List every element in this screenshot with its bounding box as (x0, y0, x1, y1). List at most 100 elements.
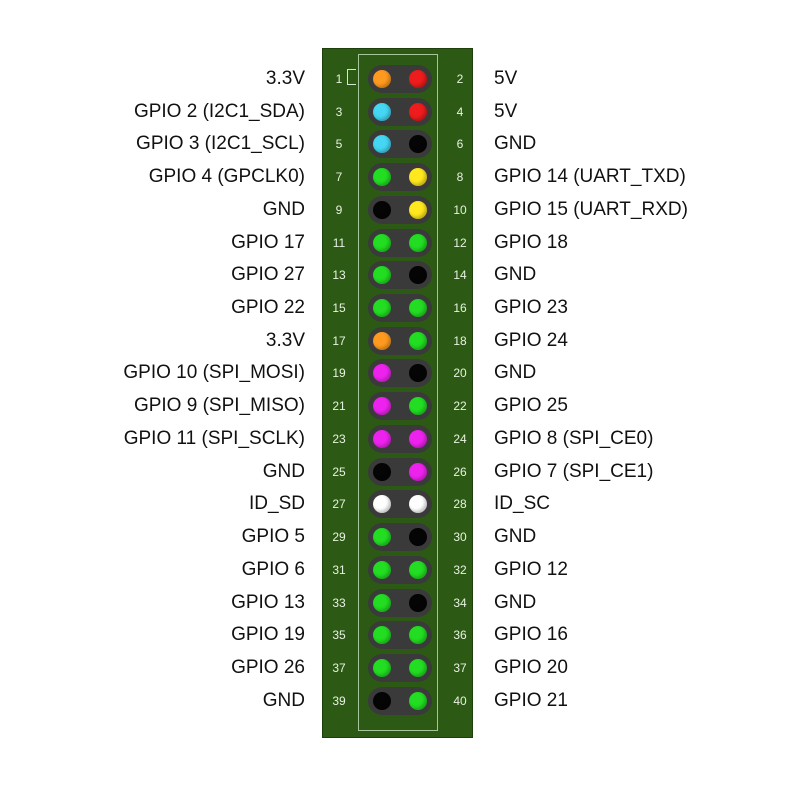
pin-even (409, 626, 427, 644)
pin-number-odd: 25 (332, 465, 346, 479)
pin-number-even: 32 (453, 563, 467, 577)
pin-number-odd: 19 (332, 366, 346, 380)
pin-odd (373, 463, 391, 481)
pin-number-even: 14 (453, 268, 467, 282)
pin-label-right: GPIO 20 (494, 657, 568, 678)
pin-number-odd: 33 (332, 596, 346, 610)
pin-pair (368, 458, 432, 486)
pin-odd (373, 201, 391, 219)
pin-label-right: ID_SC (494, 493, 550, 514)
pin-odd (373, 397, 391, 415)
pin-row: GPIO 6 31 32 GPIO 12 (0, 555, 800, 585)
pin-label-right: GND (494, 133, 537, 154)
pin-number-even: 12 (453, 236, 467, 250)
pin-number-odd: 5 (335, 137, 343, 151)
pin-number-odd: 1 (335, 72, 343, 86)
pin-label-left: 3.3V (265, 330, 305, 351)
pin-even (409, 168, 427, 186)
pin-even (409, 201, 427, 219)
pin-even (409, 659, 427, 677)
pin-number-even: 28 (453, 497, 467, 511)
pin-label-left: GPIO 6 (241, 559, 305, 580)
pin-number-odd: 31 (332, 563, 346, 577)
pin-odd (373, 103, 391, 121)
pin-odd (373, 364, 391, 382)
pin-even (409, 463, 427, 481)
pin-number-even: 34 (453, 596, 467, 610)
pin-pair (368, 490, 432, 518)
pin-even (409, 430, 427, 448)
pin-number-odd: 21 (332, 399, 346, 413)
pin-number-even: 8 (456, 170, 464, 184)
pin-number-odd: 13 (332, 268, 346, 282)
pin-pair (368, 556, 432, 584)
pin-label-right: GPIO 15 (UART_RXD) (494, 199, 688, 220)
pin-number-odd: 37 (332, 661, 346, 675)
pin-even (409, 364, 427, 382)
pin-label-left: GPIO 9 (SPI_MISO) (133, 395, 305, 416)
pin-odd (373, 168, 391, 186)
pin-label-left: GPIO 10 (SPI_MOSI) (123, 362, 305, 383)
pin-even (409, 266, 427, 284)
pin-label-right: GND (494, 362, 537, 383)
pin-number-odd: 7 (335, 170, 343, 184)
pin-pair (368, 589, 432, 617)
pin-label-left: GND (262, 199, 305, 220)
pin-odd (373, 594, 391, 612)
pin-number-odd: 23 (332, 432, 346, 446)
pin-pair (368, 196, 432, 224)
pin-odd (373, 135, 391, 153)
pin-number-even: 2 (456, 72, 464, 86)
pin-label-left: GPIO 3 (I2C1_SCL) (136, 133, 305, 154)
pin-label-left: 3.3V (265, 68, 305, 89)
header-frame (358, 54, 438, 731)
pin-label-left: GPIO 17 (231, 232, 305, 253)
pin-label-right: GPIO 18 (494, 232, 568, 253)
pin-label-right: GPIO 16 (494, 624, 568, 645)
pin-odd (373, 626, 391, 644)
pin-even (409, 561, 427, 579)
pin-label-left: GPIO 27 (231, 264, 305, 285)
pin-label-left: GND (262, 461, 305, 482)
pin-label-right: GPIO 23 (494, 297, 568, 318)
pin-pair (368, 392, 432, 420)
pin-pair (368, 229, 432, 257)
pin-even (409, 528, 427, 546)
pin-odd (373, 430, 391, 448)
pin-number-even: 30 (453, 530, 467, 544)
pin-label-left: GPIO 19 (231, 624, 305, 645)
pin-odd (373, 528, 391, 546)
pin-even (409, 299, 427, 317)
pin-pair (368, 425, 432, 453)
pin-even (409, 332, 427, 350)
pin-even (409, 495, 427, 513)
pin-label-left: GPIO 4 (GPCLK0) (148, 166, 305, 187)
pin-number-odd: 27 (332, 497, 346, 511)
pin-label-right: 5V (494, 68, 518, 89)
pin-label-left: GPIO 5 (241, 526, 305, 547)
pin-number-even: 37 (453, 661, 467, 675)
pin1-marker (347, 69, 356, 85)
pin-label-left: GPIO 2 (I2C1_SDA) (133, 101, 305, 122)
pin-number-even: 6 (456, 137, 464, 151)
pin-pair (368, 163, 432, 191)
pin-number-even: 16 (453, 301, 467, 315)
pin-pair (368, 523, 432, 551)
pin-number-odd: 3 (335, 105, 343, 119)
pin-label-right: GPIO 12 (494, 559, 568, 580)
pin-number-odd: 35 (332, 628, 346, 642)
pin-pair (368, 294, 432, 322)
pin-label-left: GPIO 13 (231, 592, 305, 613)
pin-number-odd: 39 (332, 694, 346, 708)
